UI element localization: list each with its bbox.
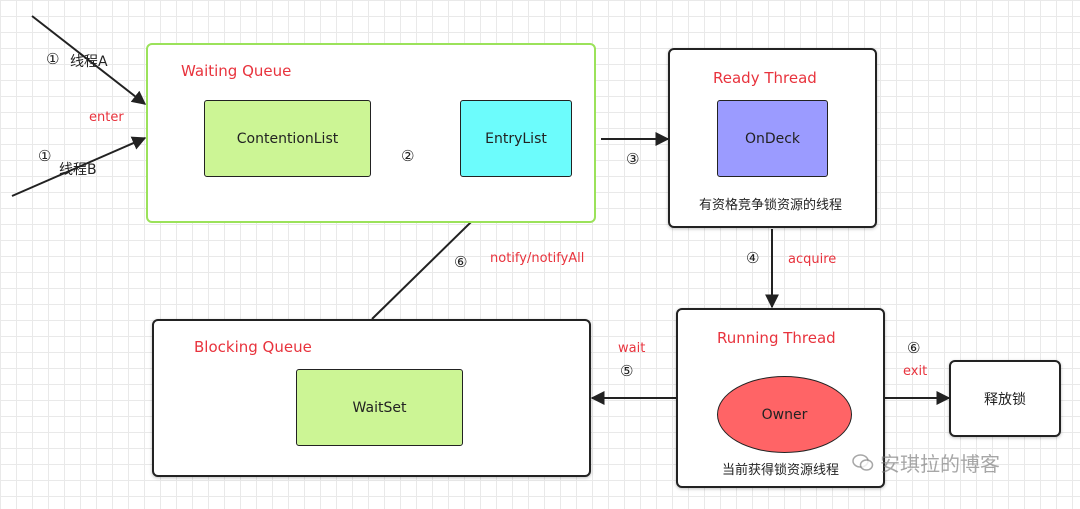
ready-thread-title: Ready Thread bbox=[713, 69, 817, 87]
enter-label: enter bbox=[89, 110, 124, 125]
chat-bubble-icon bbox=[852, 453, 874, 471]
release-lock-label: 释放锁 bbox=[984, 391, 1026, 408]
step-4-label: ④ bbox=[746, 249, 760, 267]
step-5-label: ⑤ bbox=[620, 362, 634, 380]
thread-a-step-label: ① bbox=[46, 50, 60, 68]
blocking-queue-title: Blocking Queue bbox=[194, 338, 312, 356]
thread-b-step-label: ① bbox=[38, 147, 52, 165]
step-6-exit-label: ⑥ bbox=[907, 339, 921, 357]
wait-label: wait bbox=[618, 341, 646, 356]
step-6-notify-label: ⑥ bbox=[454, 253, 468, 271]
exit-label: exit bbox=[903, 364, 928, 379]
waiting-queue-title: Waiting Queue bbox=[181, 62, 292, 80]
owner-node: Owner bbox=[717, 376, 852, 453]
step-3-label: ③ bbox=[626, 150, 640, 168]
running-thread-title: Running Thread bbox=[717, 329, 836, 347]
running-thread-panel bbox=[676, 308, 885, 488]
thread-b-label: 线程B bbox=[59, 162, 97, 178]
acquire-label: acquire bbox=[788, 252, 837, 267]
thread-a-label: 线程A bbox=[70, 54, 108, 70]
step-2-label: ② bbox=[401, 147, 415, 165]
thread-a-arrow bbox=[31, 15, 147, 105]
running-thread-caption: 当前获得锁资源线程 bbox=[722, 463, 840, 478]
entry-list-node: EntryList bbox=[460, 100, 572, 177]
on-deck-node: OnDeck bbox=[717, 100, 828, 177]
ready-thread-caption: 有资格竞争锁资源的线程 bbox=[699, 198, 843, 213]
watermark: 安琪拉的博客 bbox=[852, 448, 1000, 477]
notify-label: notify/notifyAll bbox=[490, 251, 585, 266]
wait-set-node: WaitSet bbox=[296, 369, 463, 446]
release-lock-box: 释放锁 bbox=[949, 360, 1061, 437]
contention-list-node: ContentionList bbox=[204, 100, 371, 177]
thread-b-arrow bbox=[11, 136, 147, 197]
watermark-text: 安琪拉的博客 bbox=[880, 452, 1000, 476]
